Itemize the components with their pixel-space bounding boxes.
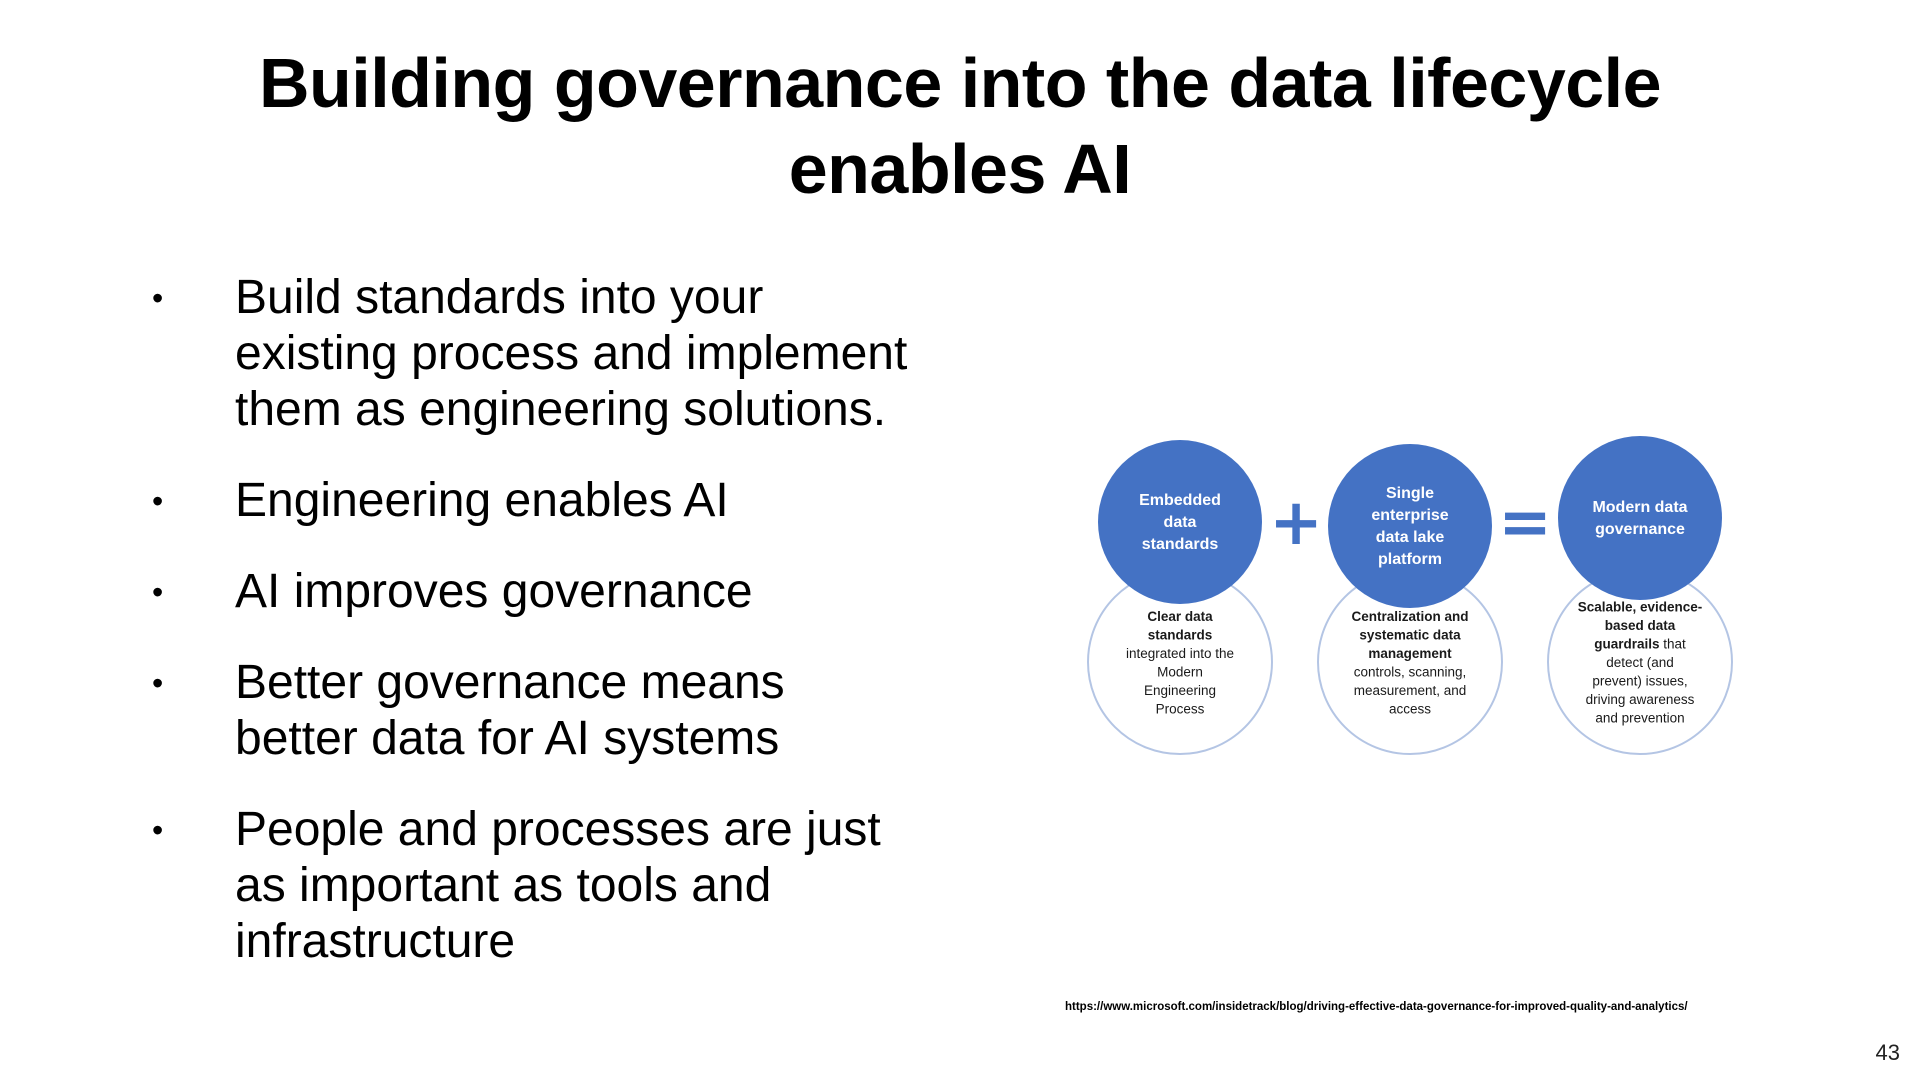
description-line: management <box>1368 646 1452 661</box>
description-text-tail: that <box>1660 637 1687 652</box>
bullet-text-line: People and processes are just <box>235 803 881 856</box>
description-line: Process <box>1156 701 1205 716</box>
concept-label: Embedded <box>1139 492 1221 509</box>
description-text: Modern <box>1157 664 1203 679</box>
source-url[interactable]: https://www.microsoft.com/insidetrack/bl… <box>1065 1001 1688 1013</box>
bullet-dot-icon: • <box>152 280 164 316</box>
description-line: Engineering <box>1144 683 1216 698</box>
description-text: Scalable, evidence- <box>1578 600 1703 615</box>
bullet-dot-icon: • <box>152 483 164 519</box>
description-text: Clear data <box>1147 609 1213 624</box>
description-text: driving awareness <box>1586 692 1695 707</box>
title-line-2: enables AI <box>788 130 1132 208</box>
page-number: 43 <box>1875 1040 1900 1065</box>
description-text: prevent) issues, <box>1592 674 1687 689</box>
concept-label: governance <box>1595 521 1685 538</box>
description-line: Clear data <box>1147 609 1213 624</box>
bullet-text-line: AI improves governance <box>235 565 753 618</box>
bullet-item: • AI improves governance <box>140 564 1000 620</box>
plus-icon: + <box>1269 486 1323 560</box>
description-line: Centralization and <box>1351 609 1468 624</box>
description-line: standards <box>1148 627 1213 642</box>
description-text: access <box>1389 701 1431 716</box>
description-text: controls, scanning, <box>1354 664 1467 679</box>
concept-label: enterprise <box>1371 507 1448 524</box>
description-line: Modern <box>1157 664 1203 679</box>
title-line-1: Building governance into the data lifecy… <box>258 44 1662 122</box>
bullet-text-line: Engineering enables AI <box>235 474 729 527</box>
description-line: prevent) issues, <box>1592 674 1687 689</box>
concept-label: platform <box>1378 551 1442 568</box>
description-text: systematic data <box>1359 627 1461 642</box>
description-text: and prevention <box>1595 711 1684 726</box>
bullet-dot-icon: • <box>152 574 164 610</box>
bullet-text-line: Build standards into your <box>235 271 764 324</box>
concept-circle <box>1558 436 1722 600</box>
equals-icon: = <box>1498 486 1552 560</box>
description-text: standards <box>1148 627 1213 642</box>
description-line: driving awareness <box>1586 692 1695 707</box>
bullet-dot-icon: • <box>152 665 164 701</box>
description-text: based data <box>1605 618 1676 633</box>
description-text: Process <box>1156 701 1205 716</box>
concept-label: data lake <box>1376 529 1445 546</box>
description-line: detect (and <box>1606 655 1674 670</box>
description-line: controls, scanning, <box>1354 664 1467 679</box>
concept-label: Modern data <box>1592 499 1687 516</box>
description-line: based data <box>1605 618 1676 633</box>
bullet-dot-icon: • <box>152 812 164 848</box>
concept-circle <box>1328 444 1492 608</box>
bullet-text-line: as important as tools and <box>235 859 772 912</box>
description-line: access <box>1389 701 1431 716</box>
bullet-text-line: Better governance means <box>235 656 785 709</box>
bullet-item: • Engineering enables AI <box>140 473 1000 529</box>
description-line: Scalable, evidence- <box>1578 600 1703 615</box>
description-text: integrated into the <box>1126 646 1234 661</box>
description-line: systematic data <box>1359 627 1461 642</box>
description-text: management <box>1368 646 1452 661</box>
description-text: Centralization and <box>1351 609 1468 624</box>
concept-circle <box>1098 440 1262 604</box>
concept-label: data <box>1164 514 1197 531</box>
bullet-text-line: them as engineering solutions. <box>235 383 887 436</box>
description-line: and prevention <box>1595 711 1684 726</box>
bullet-text-line: better data for AI systems <box>235 712 780 765</box>
description-line: guardrails that <box>1594 637 1686 652</box>
description-text: guardrails <box>1594 637 1659 652</box>
description-text: Engineering <box>1144 683 1216 698</box>
description-text: measurement, and <box>1354 683 1467 698</box>
bullet-text-line: infrastructure <box>235 915 516 968</box>
concept-label: Single <box>1386 485 1434 502</box>
description-line: integrated into the <box>1126 646 1234 661</box>
description-text: detect (and <box>1606 655 1674 670</box>
slide-title: Building governance into the data lifecy… <box>160 40 1760 212</box>
concept-label: standards <box>1142 536 1219 553</box>
bullet-text-line: existing process and implement <box>235 327 908 380</box>
description-line: measurement, and <box>1354 683 1467 698</box>
